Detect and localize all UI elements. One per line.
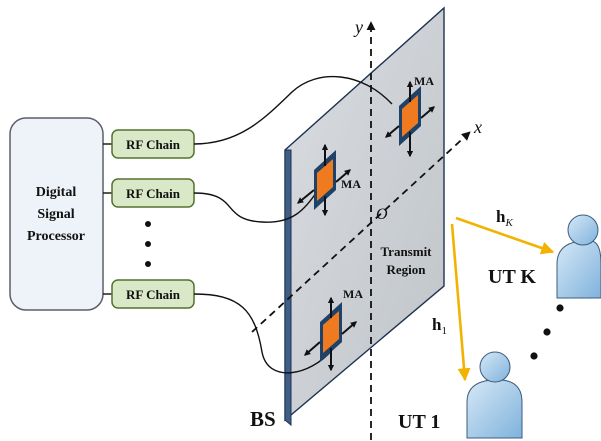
channel-k-subscript: K bbox=[504, 217, 513, 229]
transmit-region-label-line1: Transmit bbox=[380, 244, 432, 259]
rf-chain-2-label: RF Chain bbox=[126, 186, 181, 201]
processor-label-line1: Digital bbox=[36, 185, 77, 200]
channel-arrow-k: hK bbox=[455, 207, 555, 255]
user-k-label-text: UT K bbox=[488, 266, 536, 288]
rf-chain-2: RF Chain bbox=[111, 178, 195, 208]
antenna-1-label: MA bbox=[414, 74, 434, 88]
rf-chain-ellipsis bbox=[145, 221, 151, 267]
bs-label: BS bbox=[250, 407, 276, 431]
x-axis: x bbox=[251, 117, 482, 333]
channel-k-symbol: h bbox=[496, 207, 506, 226]
origin-label: O bbox=[376, 206, 388, 223]
rf-cables bbox=[193, 75, 393, 374]
user-k-icon bbox=[556, 214, 601, 299]
processor-rf-links bbox=[103, 143, 112, 295]
movable-antenna-3: MA bbox=[304, 287, 363, 372]
rf-chain-3-label: RF Chain bbox=[126, 287, 181, 302]
svg-text:h1: h1 bbox=[432, 315, 447, 337]
users-ellipsis bbox=[530, 304, 564, 360]
y-axis: y bbox=[353, 17, 376, 440]
antenna-3-label: MA bbox=[343, 287, 363, 301]
y-axis-label: y bbox=[353, 17, 363, 37]
svg-text:hK: hK bbox=[496, 207, 513, 229]
transmit-region-label-line2: Region bbox=[387, 262, 427, 277]
user-1-icon bbox=[466, 351, 523, 439]
x-axis-label: x bbox=[473, 117, 482, 137]
processor-label-line3: Processor bbox=[27, 229, 85, 244]
rf-chain-1: RF Chain bbox=[111, 129, 195, 159]
transmit-region-panel bbox=[284, 6, 445, 427]
digital-signal-processor: Digital Signal Processor bbox=[9, 117, 104, 311]
user-k-label: UT K bbox=[488, 266, 536, 288]
channel-1-symbol: h bbox=[432, 315, 442, 334]
rf-chain-1-label: RF Chain bbox=[126, 137, 181, 152]
movable-antenna-1: MA bbox=[385, 74, 435, 158]
channel-arrow-1: h1 bbox=[432, 223, 471, 382]
user-1-label: UT 1 bbox=[398, 411, 440, 433]
rf-chain-3: RF Chain bbox=[111, 279, 195, 309]
antenna-2-label: MA bbox=[341, 177, 361, 191]
movable-antenna-2: MA bbox=[297, 143, 361, 217]
channel-1-subscript: 1 bbox=[441, 325, 447, 337]
processor-label-line2: Signal bbox=[37, 207, 74, 222]
